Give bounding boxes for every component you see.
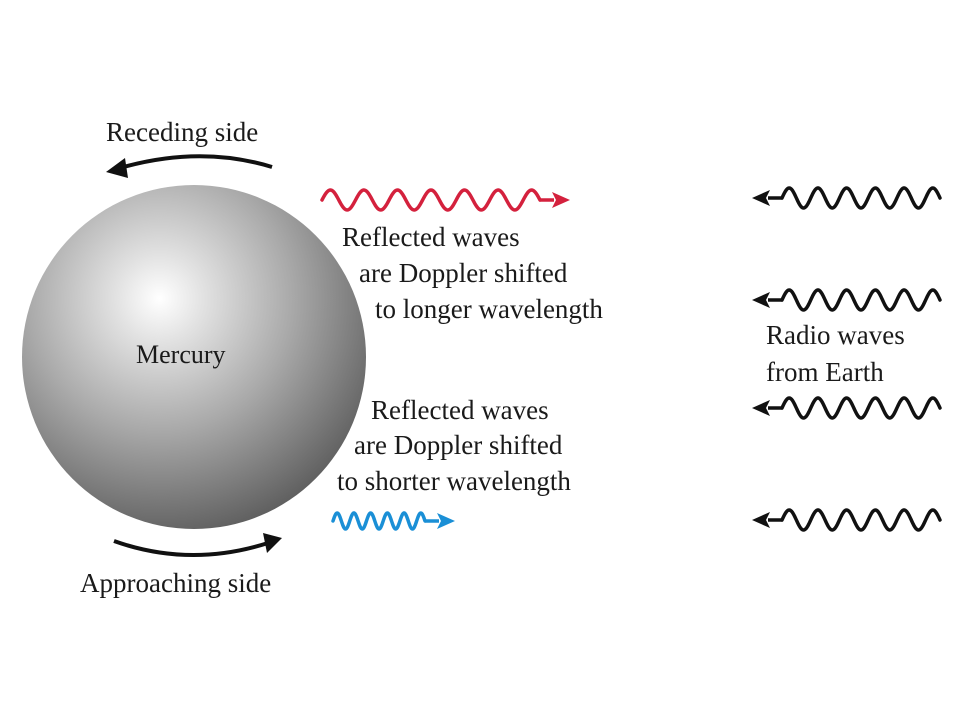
receding-arrowhead bbox=[106, 158, 128, 178]
wave-line bbox=[780, 508, 942, 532]
radio-waves-line2: from Earth bbox=[766, 357, 884, 387]
reflected-long-line3: to longer wavelength bbox=[375, 294, 603, 324]
reflected-short-wave bbox=[331, 511, 455, 531]
reflected-long-line2: are Doppler shifted bbox=[359, 258, 568, 288]
wave-line bbox=[331, 511, 427, 531]
approaching-side-label: Approaching side bbox=[80, 568, 272, 598]
arrowhead bbox=[752, 400, 770, 416]
wave-line bbox=[780, 186, 942, 210]
approaching-rotation-arrow bbox=[113, 539, 269, 557]
receding-rotation-arrow bbox=[119, 154, 273, 170]
wave-line bbox=[320, 188, 542, 212]
reflected-short-line3: to shorter wavelength bbox=[337, 466, 571, 496]
reflected-short-line2: are Doppler shifted bbox=[354, 430, 563, 460]
radio-waves-line1: Radio waves bbox=[766, 320, 905, 350]
wave-line bbox=[780, 396, 942, 420]
earth-radio-wave-2 bbox=[752, 288, 942, 312]
wave-line bbox=[780, 288, 942, 312]
reflected-short-line1: Reflected waves bbox=[371, 395, 549, 425]
approaching-arrowhead bbox=[263, 533, 282, 553]
earth-radio-wave-1 bbox=[752, 186, 942, 210]
arrowhead bbox=[752, 190, 770, 206]
reflected-long-wave bbox=[320, 188, 570, 212]
arrowhead bbox=[752, 292, 770, 308]
reflected-long-line1: Reflected waves bbox=[342, 222, 520, 252]
arrowhead bbox=[552, 192, 570, 208]
earth-radio-wave-4 bbox=[752, 508, 942, 532]
mercury-planet bbox=[22, 185, 366, 529]
earth-radio-wave-3 bbox=[752, 396, 942, 420]
receding-side-label: Receding side bbox=[106, 117, 259, 147]
planet-label: Mercury bbox=[136, 340, 226, 369]
arrowhead bbox=[437, 513, 455, 529]
arrowhead bbox=[752, 512, 770, 528]
